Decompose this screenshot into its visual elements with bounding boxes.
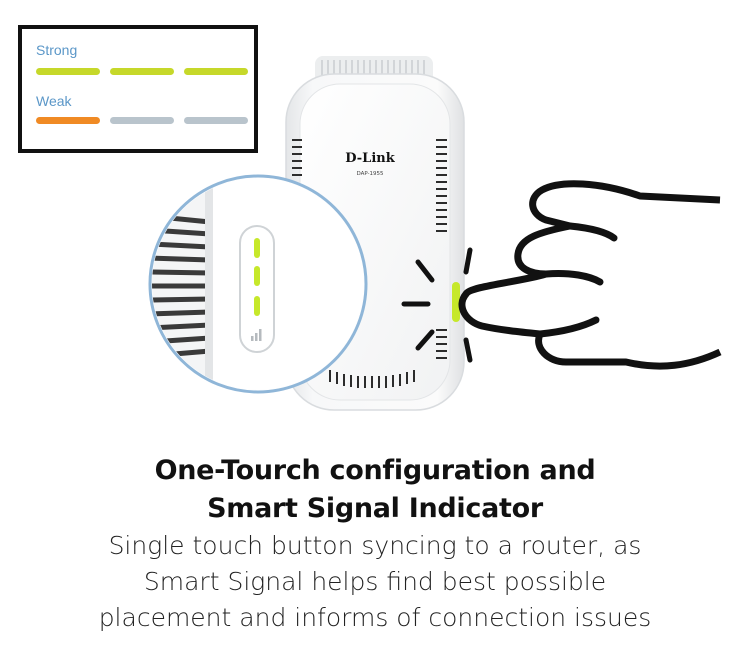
signal-bars-icon	[251, 329, 262, 341]
device-model: DAP-1955	[356, 171, 384, 177]
weak-label: Weak	[36, 93, 72, 109]
led-zoom-callout	[148, 174, 368, 394]
led-bar-1	[254, 238, 260, 258]
signal-legend: Strong Weak	[18, 25, 258, 153]
weak-bar-1	[36, 117, 100, 124]
led-bar-2	[254, 266, 260, 286]
device-brand: D-Link	[345, 151, 395, 166]
caption-title-line-2: Smart Signal Indicator	[207, 493, 543, 524]
touch-button[interactable]	[452, 282, 460, 322]
strong-bar-2	[110, 68, 174, 75]
weak-bar-2	[110, 117, 174, 124]
feature-caption: One-Tourch configuration and Smart Signa…	[0, 452, 750, 636]
tap-burst-icon	[401, 247, 473, 363]
weak-indicator-bars	[36, 117, 248, 124]
caption-body-line-2: Smart Signal helps find best possible	[143, 567, 607, 596]
device-illustration: D-Link DAP-1955	[148, 56, 722, 411]
strong-label: Strong	[36, 42, 78, 58]
weak-bar-3	[184, 117, 248, 124]
strong-bar-1	[36, 68, 100, 75]
caption-title-line-1: One-Tourch configuration and	[154, 455, 596, 486]
pointing-hand-icon	[458, 180, 722, 370]
strong-indicator-bars	[36, 68, 248, 75]
caption-body-line-1: Single touch button syncing to a router,…	[108, 531, 642, 560]
caption-body-line-3: placement and informs of connection issu…	[98, 603, 652, 632]
strong-bar-3	[184, 68, 248, 75]
led-bar-3	[254, 296, 260, 316]
